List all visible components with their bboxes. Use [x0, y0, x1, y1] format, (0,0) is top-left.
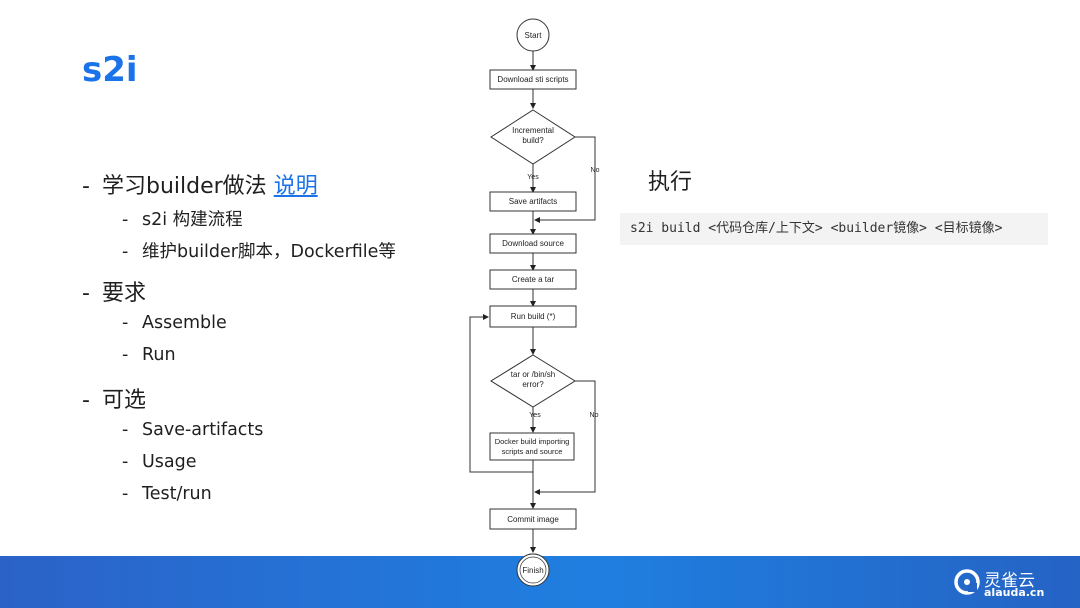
- save-artifacts-label: Save artifacts: [509, 197, 557, 206]
- bullet-optional-item: -Usage: [122, 452, 197, 472]
- brand-name: 灵雀云: [984, 571, 1035, 591]
- docker-build-box: [489, 432, 575, 461]
- docker-build-label-1: Docker build importing: [495, 437, 570, 446]
- bullet-optional-item: -Test/run: [122, 484, 212, 504]
- no-label-2: No: [590, 412, 599, 419]
- bullet-require-item: -Run: [122, 345, 176, 365]
- alauda-logo-icon: [954, 569, 980, 595]
- bullet-learn-item: -s2i 构建流程: [122, 210, 243, 230]
- bullet-optional: -可选: [82, 388, 147, 413]
- incremental-label-1: Incremental: [512, 126, 554, 135]
- finish-overlay: Finish: [516, 553, 550, 587]
- yes-label-1: Yes: [527, 174, 539, 181]
- download-sti-label: Download sti scripts: [497, 75, 568, 84]
- execute-title: 执行: [648, 170, 693, 195]
- docker-build-label-2: scripts and source: [502, 447, 563, 456]
- brand-domain: alauda.cn: [984, 586, 1045, 599]
- start-label: Start: [525, 31, 543, 40]
- brand: 灵雀云 alauda.cn: [954, 566, 1066, 600]
- bullet-require: -要求: [82, 281, 147, 306]
- bullet-learn: -学习builder做法 说明: [82, 174, 318, 199]
- run-build-label: Run build (*): [511, 312, 556, 321]
- slide-title: s2i: [82, 50, 138, 90]
- explain-link[interactable]: 说明: [273, 174, 318, 199]
- s2i-flowchart: Start Download sti scripts Incremental b…: [469, 18, 600, 587]
- incremental-label-2: build?: [522, 136, 544, 145]
- finish-label: Finish: [522, 566, 543, 575]
- bullet-learn-item: -维护builder脚本，Dockerfile等: [122, 242, 396, 262]
- yes-label-2: Yes: [529, 412, 541, 419]
- command-code-block: s2i build <代码仓库/上下文> <builder镜像> <目标镜像>: [620, 213, 1048, 245]
- tar-error-label-1: tar or /bin/sh: [511, 370, 555, 379]
- tar-error-label-2: error?: [522, 380, 544, 389]
- download-source-label: Download source: [502, 239, 564, 248]
- no-label-1: No: [591, 167, 600, 174]
- create-tar-label: Create a tar: [512, 275, 555, 284]
- bullet-learn-text: 学习builder做法: [102, 174, 267, 199]
- commit-image-label: Commit image: [507, 515, 559, 524]
- bullet-optional-item: -Save-artifacts: [122, 420, 264, 440]
- bullet-require-item: -Assemble: [122, 313, 227, 333]
